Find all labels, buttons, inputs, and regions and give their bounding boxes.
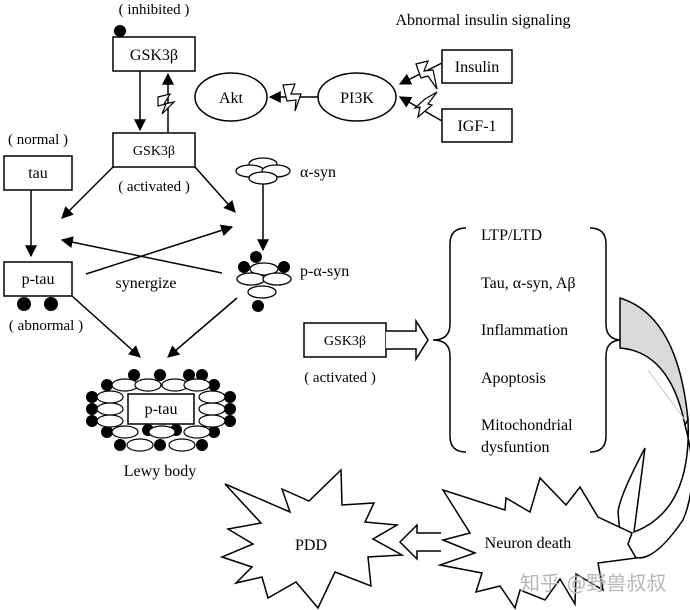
tau-state: ( normal ) [8, 132, 68, 148]
effect-item: LTP/LTD [481, 227, 542, 244]
watermark: 知乎 @野兽叔叔 [520, 571, 666, 595]
akt-label: Akt [219, 90, 244, 107]
lewy-body-aggregate-icon [86, 369, 236, 452]
lewy-body-label: Lewy body [124, 463, 196, 480]
akt-node [194, 72, 268, 122]
arrow-pasyn-to-ptau [60, 236, 223, 274]
synergize-label: synergize [115, 275, 176, 292]
arrow-ptau-to-lewy [71, 295, 141, 358]
tau-box [3, 155, 73, 191]
block-arrow-icon [386, 318, 429, 362]
lewy-body-core-label: p-tau [145, 401, 178, 418]
diagram-title: Abnormal insulin signaling [395, 12, 570, 29]
lightning-icon [282, 83, 302, 112]
right-brace [589, 227, 623, 453]
phospho-dot-icon [44, 297, 58, 311]
neuron-death-label: Neuron death [485, 535, 572, 552]
effect-item: dysfuntion [481, 439, 549, 456]
curved-arrow-highlight [647, 369, 686, 421]
tau-label: tau [28, 165, 48, 182]
neuron-death-starburst [437, 476, 638, 610]
insulin-label: Insulin [455, 59, 499, 76]
arrow-gsk3b-to-ptau [61, 166, 114, 219]
lightning-icon [415, 60, 438, 90]
igf1-box [441, 108, 513, 143]
gsk3b-inhibited-box [112, 36, 196, 72]
pdd-label: PDD [295, 537, 327, 554]
block-arrow-icon [398, 523, 441, 561]
effect-item: Mitochondrial [481, 417, 573, 434]
left-brace [432, 227, 467, 453]
gsk3b-inhibited-label: GSK3β [130, 47, 178, 64]
effect-item: Inflammation [481, 322, 568, 339]
arrow-ptau-to-pasyn [85, 224, 234, 275]
pasyn-label: p-α-syn [300, 263, 349, 280]
pi3k-label: PI3K [340, 90, 374, 107]
asyn-monomer-icon [235, 157, 291, 185]
pdd-starburst [219, 468, 405, 610]
gsk3b-effect-box [303, 322, 387, 358]
effect-item: Tau, α-syn, Aβ [481, 275, 576, 292]
effect-item: Apoptosis [481, 370, 546, 387]
igf1-label: IGF-1 [457, 118, 496, 135]
curved-arrow-shaded [619, 296, 689, 428]
arrow-pasyn-to-lewy [167, 297, 238, 358]
asyn-label: α-syn [300, 164, 336, 181]
curved-arrow-head [617, 417, 690, 559]
phospho-dot-icon [17, 297, 31, 311]
phospho-dot-icon [114, 25, 126, 37]
gsk3b-activated-state: ( activated ) [118, 179, 190, 195]
gsk3b-inhibited-state: ( inhibited ) [119, 2, 190, 18]
ptau-box [3, 261, 73, 297]
arrow-gsk3b-to-pasyn [194, 166, 236, 213]
ptau-label: p-tau [22, 271, 55, 288]
lightning-icon [157, 93, 176, 115]
gsk3b-activated-label: GSK3β [133, 144, 175, 159]
insulin-box [441, 49, 513, 84]
gsk3b-effect-label: GSK3β [324, 334, 366, 349]
gsk3b-effect-state: ( activated ) [304, 370, 376, 386]
lightning-icon [412, 91, 438, 119]
ptau-state: ( abnormal ) [9, 318, 83, 334]
gsk3b-activated-box [112, 132, 196, 168]
pasyn-phospho-icon [236, 251, 292, 312]
